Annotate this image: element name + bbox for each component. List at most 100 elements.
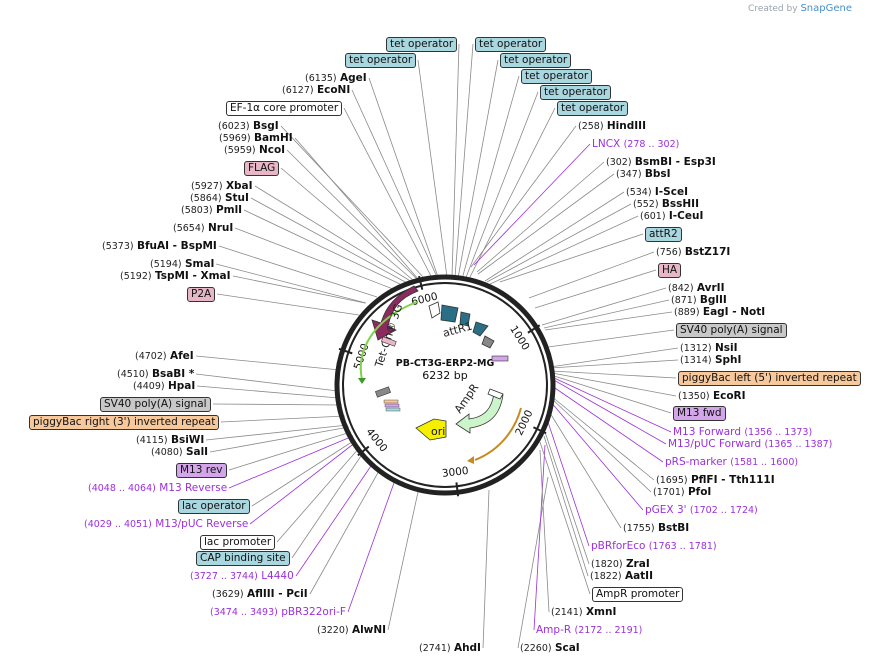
primer-label-l4440[interactable]: (3727 .. 3744) L4440 [190,569,294,583]
enzyme-label-smai[interactable]: (5194) SmaI [150,257,214,271]
feature-ef1a-promoter[interactable] [428,301,441,319]
enzyme-label-eagi-noti[interactable]: (889) EagI - NotI [674,305,765,319]
feature-ampr-arrow[interactable] [455,392,504,434]
enzyme-label-bsmbi-esp3i[interactable]: (302) BsmBI - Esp3I [606,155,716,169]
enzyme-label-avrii[interactable]: (842) AvrII [668,281,724,295]
leader-line [195,373,339,392]
enzyme-label-xbai[interactable]: (5927) XbaI [191,179,253,193]
feature-flag-block[interactable] [381,336,397,347]
primer-label-m13-puc-reverse[interactable]: (4029 .. 4051) M13/pUC Reverse [84,517,248,531]
primer-label-m13-puc-forward[interactable]: M13/pUC Forward (1365 .. 1387) [668,437,832,451]
enzyme-label-bstbi[interactable]: (1755) BstBI [623,521,689,535]
enzyme-label-agei[interactable]: (6135) AgeI [305,71,367,85]
primer-label-pgex-3[interactable]: pGEX 3' (1702 .. 1724) [645,503,758,517]
enzyme-label-bbsi[interactable]: (347) BbsI [616,167,671,181]
enzyme-label-afliii-pcii[interactable]: (3629) AflIII - PciI [212,587,308,601]
enzyme-label-i-ceui[interactable]: (601) I-CeuI [640,209,703,223]
enzyme-name: PmlI [215,204,243,216]
enzyme-label-xmni[interactable]: (2141) XmnI [551,605,616,619]
enzyme-label-zrai[interactable]: (1820) ZraI [591,557,650,571]
feature-label-tet-operator[interactable]: tet operator [500,53,572,68]
feature-label-sv40-poly-a-signal[interactable]: SV40 poly(A) signal [100,397,211,412]
feature-label-flag[interactable]: FLAG [244,161,280,176]
enzyme-label-pmli[interactable]: (5803) PmlI [181,203,242,217]
leader-line [482,489,490,649]
feature-label-lac-operator[interactable]: lac operator [178,499,250,514]
feature-label-piggybac-left-5-inverted-repeat[interactable]: piggyBac left (5') inverted repeat [678,371,861,386]
enzyme-name: SphI [714,354,742,366]
enzyme-label-bstz17i[interactable]: (756) BstZ17I [656,245,730,259]
enzyme-label-ecori[interactable]: (1350) EcoRI [678,389,746,403]
enzyme-label-i-scei[interactable]: (534) I-SceI [626,185,688,199]
tick-mark [455,482,460,497]
feature-label-tet-operator[interactable]: tet operator [540,85,612,100]
enzyme-label-tspmi-xmai[interactable]: (5192) TspMI - XmaI [120,269,231,283]
enzyme-position: (5192) [120,271,152,282]
enzyme-label-bamhi[interactable]: (5969) BamHI [219,131,293,145]
enzyme-label-hindiii[interactable]: (258) HindIII [578,119,646,133]
feature-piggybac-right[interactable] [383,399,401,412]
enzyme-label-sphi[interactable]: (1314) SphI [680,353,741,367]
enzyme-label-stui[interactable]: (5864) StuI [190,191,249,205]
enzyme-label-econi[interactable]: (6127) EcoNI [282,83,350,97]
leader-line [205,424,349,441]
primer-label-m13-forward[interactable]: M13 Forward (1356 .. 1373) [673,425,812,439]
enzyme-label-pflfi-tth111i[interactable]: (1695) PflFI - Tth111I [656,473,775,487]
feature-label-tet-operator[interactable]: tet operator [557,101,629,116]
primer-label-pbrforeco[interactable]: pBRforEco (1763 .. 1781) [591,539,717,553]
enzyme-label-bfuai-bspmi[interactable]: (5373) BfuAI - BspMI [102,239,217,253]
enzyme-label-hpai[interactable]: (4409) HpaI [133,379,195,393]
enzyme-name: NcoI [258,144,286,156]
primer-range: (1365 .. 1387) [764,439,833,450]
feature-label-sv40-poly-a-signal[interactable]: SV40 poly(A) signal [676,323,787,338]
enzyme-label-nsii[interactable]: (1312) NsiI [680,341,737,355]
enzyme-label-aatii[interactable]: (1822) AatII [590,569,653,583]
feature-label-tet-operator[interactable]: tet operator [345,53,417,68]
feature-ori-arrow[interactable] [415,418,447,441]
enzyme-label-scai[interactable]: (2260) ScaI [520,641,580,655]
enzyme-name: BstZ17I [684,246,731,258]
enzyme-label-nrui[interactable]: (5654) NruI [173,221,233,235]
orf-tet-on-arrowhead [358,378,366,384]
enzyme-position: (6127) [282,85,314,96]
feature-label-p2a[interactable]: P2A [187,287,216,302]
feature-label-attr2[interactable]: attR2 [645,227,682,242]
feature-label-ef-1-core-promoter[interactable]: EF-1α core promoter [226,101,343,116]
enzyme-name: BfuAI - BspMI [136,240,217,252]
feature-label-tet-operator[interactable]: tet operator [475,37,547,52]
leader-line [351,89,438,278]
feature-label-tet-operator[interactable]: tet operator [521,69,593,84]
enzyme-label-ncoi[interactable]: (5959) NcoI [224,143,285,157]
feature-sv40-left-block[interactable] [375,386,391,398]
enzyme-label-bsgi[interactable]: (6023) BsgI [218,119,279,133]
primer-label-m13-reverse[interactable]: (4048 .. 4064) M13 Reverse [88,481,227,495]
feature-label-ha[interactable]: HA [658,263,682,278]
enzyme-label-bsshii[interactable]: (552) BssHII [633,197,699,211]
leader-line [549,412,622,529]
feature-attr2-arrow[interactable] [472,321,489,337]
enzyme-label-alwni[interactable]: (3220) AlwNI [317,623,386,637]
primer-label-pbr322ori-f[interactable]: (3474 .. 3493) pBR322ori-F [210,605,346,619]
feature-label-cap-binding-site[interactable]: CAP binding site [196,551,290,566]
primer-label-prs-marker[interactable]: pRS-marker (1581 .. 1600) [665,455,798,469]
primer-label-lncx[interactable]: LNCX (278 .. 302) [592,137,679,151]
feature-m13fwd-block[interactable] [491,355,509,362]
feature-tet-operators[interactable] [440,304,459,323]
enzyme-label-ahdi[interactable]: (2741) AhdI [419,641,481,655]
feature-label-piggybac-right-3-inverted-repeat[interactable]: piggyBac right (3') inverted repeat [29,415,220,430]
enzyme-label-bsiwi[interactable]: (4115) BsiWI [136,433,204,447]
feature-label-tet-operator[interactable]: tet operator [386,37,458,52]
enzyme-label-afei[interactable]: (4702) AfeI [135,349,194,363]
feature-label-lac-promoter[interactable]: lac promoter [200,535,276,550]
enzyme-label-pfoi[interactable]: (1701) PfoI [653,485,711,499]
feature-ampr-promoter-block[interactable] [487,388,504,400]
feature-label-m13-fwd[interactable]: M13 fwd [673,406,726,421]
enzyme-label-sali[interactable]: (4080) SalI [151,445,208,459]
enzyme-label-bglii[interactable]: (871) BglII [671,293,727,307]
primer-label-amp-r[interactable]: Amp-R (2172 .. 2191) [536,623,642,637]
feature-label-m13-rev[interactable]: M13 rev [176,463,227,478]
feature-sv40-block[interactable] [481,335,495,349]
feature-attr1-block[interactable] [459,311,471,327]
enzyme-label-bsabi[interactable]: (4510) BsaBI * [117,367,194,381]
feature-label-ampr-promoter[interactable]: AmpR promoter [592,587,684,602]
